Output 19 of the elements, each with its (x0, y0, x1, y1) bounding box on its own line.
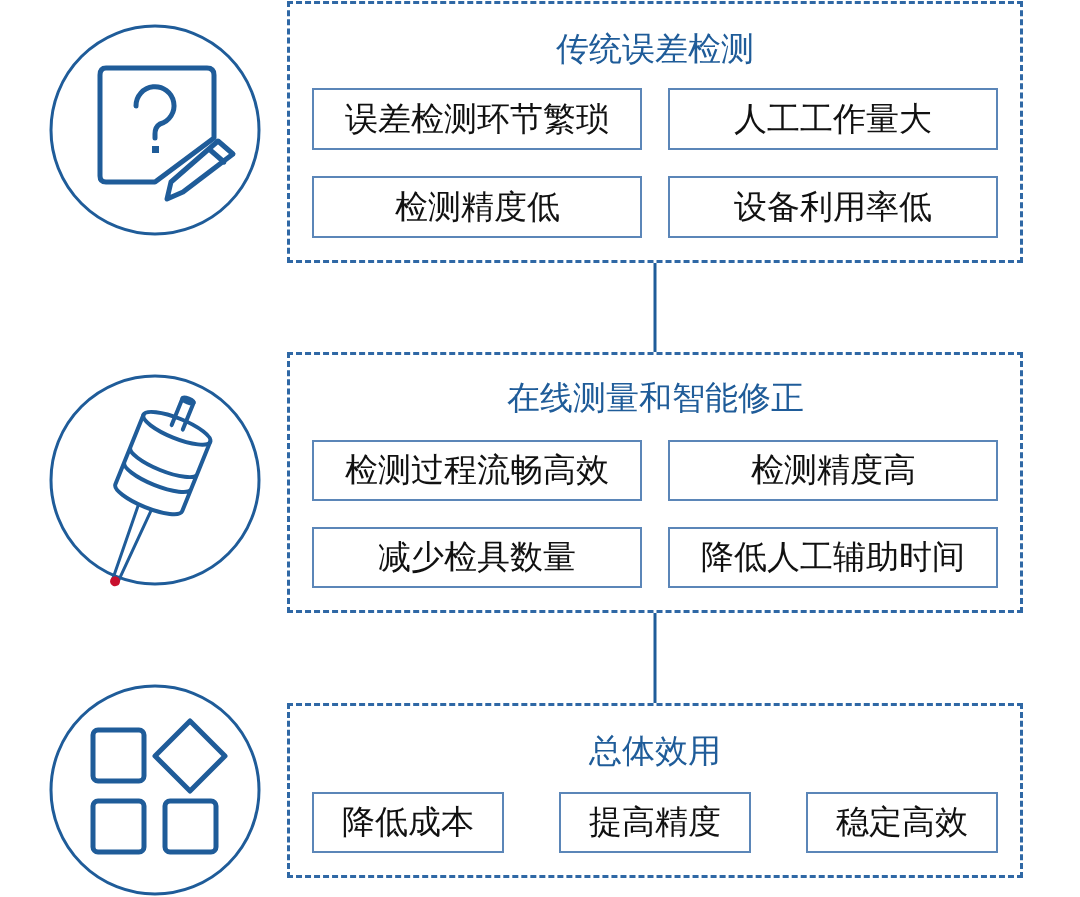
text-box: 减少检具数量 (312, 527, 642, 588)
text-box: 检测精度低 (312, 176, 642, 238)
text-box: 检测精度高 (668, 440, 998, 501)
text-box: 降低人工辅助时间 (668, 527, 998, 588)
text-box: 稳定高效 (806, 792, 998, 853)
text-box: 设备利用率低 (668, 176, 998, 238)
dashed-panel (287, 352, 1023, 613)
panel-title: 总体效用 (588, 731, 722, 771)
text-box: 人工工作量大 (668, 88, 998, 150)
dashed-panel (287, 1, 1023, 263)
text-box: 误差检测环节繁琐 (312, 88, 642, 150)
dashed-panel (287, 703, 1023, 878)
connector-line (653, 613, 657, 703)
text-box: 降低成本 (312, 792, 504, 853)
panel-title: 在线测量和智能修正 (505, 378, 805, 418)
connector-line (653, 263, 657, 352)
text-box: 提高精度 (559, 792, 751, 853)
panel-title: 传统误差检测 (555, 29, 755, 69)
text-box: 检测过程流畅高效 (312, 440, 642, 501)
